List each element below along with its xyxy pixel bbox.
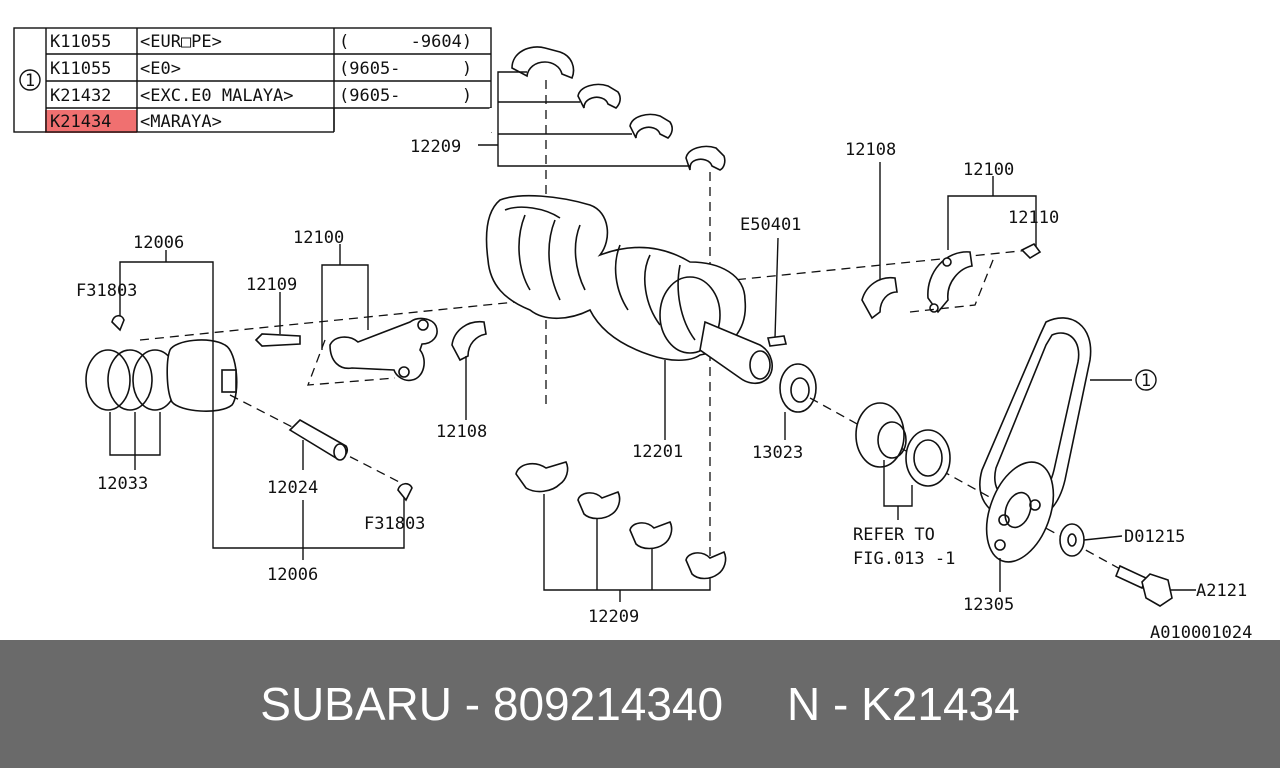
label-12006-bottom: 12006	[267, 565, 318, 585]
label-12110: 12110	[1008, 208, 1059, 228]
label-fig: FIG.013 -1	[853, 549, 955, 569]
label-12305: 12305	[963, 595, 1014, 615]
label-12209-bottom: 12209	[588, 607, 639, 627]
label-refer-to: REFER TO	[853, 525, 935, 545]
banner-text: SUBARU - 809214340 N - K21434	[260, 678, 1020, 730]
row2-range: (9605- )	[339, 59, 472, 79]
label-12108-mid: 12108	[436, 422, 487, 442]
label-12100-left: 12100	[293, 228, 344, 248]
row1-code: K11055	[50, 32, 111, 52]
crank-sprocket: 13023	[752, 363, 817, 463]
label-12201: 12201	[632, 442, 683, 462]
row2-desc: <E0>	[140, 59, 181, 79]
right-bearings: 12108 12100 12110	[845, 140, 1059, 320]
upper-bearings: 12209	[410, 46, 726, 171]
ref-circle-icon	[1135, 369, 1157, 391]
highlight-cell	[45, 110, 137, 133]
label-d01215: D01215	[1124, 527, 1185, 547]
ref-circle-icon	[19, 69, 41, 91]
table-ref: 1	[25, 71, 35, 91]
diagram-id: A010001024	[1150, 623, 1252, 640]
row1-range: ( -9604)	[339, 32, 472, 52]
row2-code: K11055	[50, 59, 111, 79]
row4-code: K21434	[50, 112, 111, 132]
label-12024: 12024	[267, 478, 318, 498]
pulley-guide: REFER TO FIG.013 -1	[809, 397, 1141, 581]
parts-diagram: 1 K11055 <EUR□PE> ( -9604) K11055 <E0> (…	[13, 27, 1252, 640]
connecting-rod: 12109 12100 12108	[246, 228, 487, 442]
belt-tensioner: 1 12305 D01215 A2121	[963, 317, 1247, 615]
label-12100-right: 12100	[963, 160, 1014, 180]
applicability-table: 1 K11055 <EUR□PE> ( -9604) K11055 <E0> (…	[13, 27, 493, 134]
piston-group: 12006 F31803 12033 12024 F31803 12006	[76, 233, 425, 585]
label-ref-1: 1	[1141, 371, 1151, 391]
label-13023: 13023	[752, 443, 803, 463]
row3-code: K21432	[50, 86, 111, 106]
label-f31803-bottom: F31803	[364, 514, 425, 534]
label-12109: 12109	[246, 275, 297, 295]
part-number-banner: SUBARU - 809214340 N - K21434	[0, 640, 1280, 768]
row3-range: (9605- )	[339, 86, 472, 106]
row3-desc: <EXC.E0 MALAYA>	[140, 86, 294, 106]
row4-desc: <MARAYA>	[140, 112, 222, 132]
label-a2121: A2121	[1196, 581, 1247, 601]
lower-bearings: 12209	[515, 461, 727, 627]
row1-desc: <EUR□PE>	[140, 32, 222, 52]
label-12033: 12033	[97, 474, 148, 494]
label-12108-right: 12108	[845, 140, 896, 160]
crankshaft: 12201	[485, 194, 773, 462]
label-12006-top: 12006	[133, 233, 184, 253]
label-f31803-top: F31803	[76, 281, 137, 301]
label-e50401: E50401	[740, 215, 801, 235]
label-12209-top: 12209	[410, 137, 461, 157]
